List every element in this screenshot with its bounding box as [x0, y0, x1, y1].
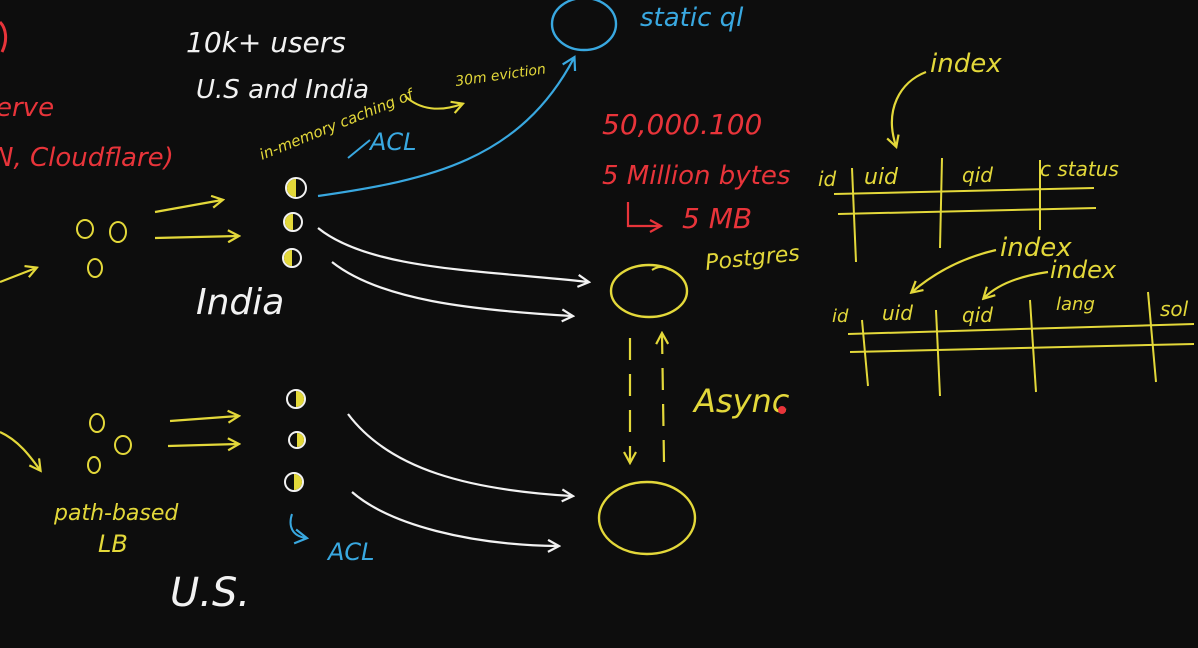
table1-col-uid: uid	[864, 165, 899, 190]
replica-db	[597, 480, 697, 556]
india-entry-arrow	[0, 268, 36, 284]
table2-col-id: id	[832, 306, 849, 327]
india-to-postgres-arrow-2	[331, 261, 572, 316]
us-to-db-arrow-1	[347, 413, 572, 496]
table1-col-id: id	[818, 167, 837, 191]
cache-to-static-ql-arrow	[317, 55, 577, 198]
india-label: India	[196, 282, 284, 323]
table2-index-arrow-1	[912, 248, 997, 292]
static-ql-circle	[550, 0, 618, 52]
acl-bottom-pointer	[289, 513, 310, 545]
table1-grid	[833, 157, 1097, 263]
calc-line-3: 5 MB	[682, 202, 752, 235]
static-ql-label: static ql	[640, 3, 744, 33]
acl-pointer-arrow	[347, 139, 371, 159]
calc-line-1: 50,000.100	[602, 108, 762, 141]
table2-col-sol: sol	[1160, 297, 1189, 321]
users-count-label: 10k+ users	[186, 26, 346, 59]
table2-col-lang: lang	[1056, 294, 1095, 315]
table2-header: id uid qid lang sol	[832, 294, 1189, 327]
calc-line-2: 5 Million bytes	[602, 161, 790, 191]
postgres-primary-db	[609, 263, 689, 319]
us-lb-arrow-1	[169, 416, 238, 421]
us-lb-arrow-2	[167, 444, 238, 446]
us-to-db-arrow-2	[351, 491, 558, 546]
table2-index-arrow-2	[984, 270, 1049, 298]
lb-label: LB	[98, 530, 128, 558]
postgres-db-top-arrow	[651, 266, 671, 271]
us-lb-nodes	[87, 413, 132, 474]
async-label: Async	[692, 382, 790, 420]
table2-index-label-1: index	[1000, 233, 1072, 263]
serve-label: erve	[0, 93, 54, 123]
path-based-label: path-based	[53, 501, 179, 526]
table1-index-arrow	[892, 70, 927, 146]
table1-col-qid: qid	[962, 163, 993, 187]
india-lb-arrow-2	[154, 236, 238, 238]
acl-bottom-label: ACL	[326, 538, 375, 566]
india-to-postgres-arrow-1	[317, 227, 588, 282]
india-app-servers	[282, 177, 307, 268]
table2-col-uid: uid	[882, 301, 913, 325]
postgres-label: Postgres	[704, 241, 801, 276]
us-entry-arrow	[0, 430, 40, 470]
calc-arrow	[626, 202, 660, 226]
eviction-label: 30m eviction	[454, 61, 547, 90]
cdn-cloudflare-label: N, Cloudflare)	[0, 143, 174, 173]
table2-index-label-2: index	[1050, 256, 1117, 284]
pointer-dot	[778, 406, 786, 414]
table1-col-status: c status	[1040, 157, 1119, 181]
async-up-arrow	[662, 334, 664, 463]
table2-col-qid: qid	[962, 303, 993, 327]
table2-grid	[847, 291, 1195, 397]
us-label: U.S.	[170, 570, 250, 616]
table1-header: id uid qid c status	[818, 157, 1119, 191]
red-bracket-mark	[0, 20, 8, 53]
india-lb-nodes	[76, 219, 127, 278]
eviction-arrow	[404, 95, 462, 109]
table1-index-label: index	[930, 49, 1002, 79]
regions-label: U.S and India	[196, 75, 369, 105]
india-lb-arrow-1	[154, 200, 222, 214]
us-app-servers	[284, 389, 306, 492]
acl-top-label: ACL	[368, 128, 417, 156]
